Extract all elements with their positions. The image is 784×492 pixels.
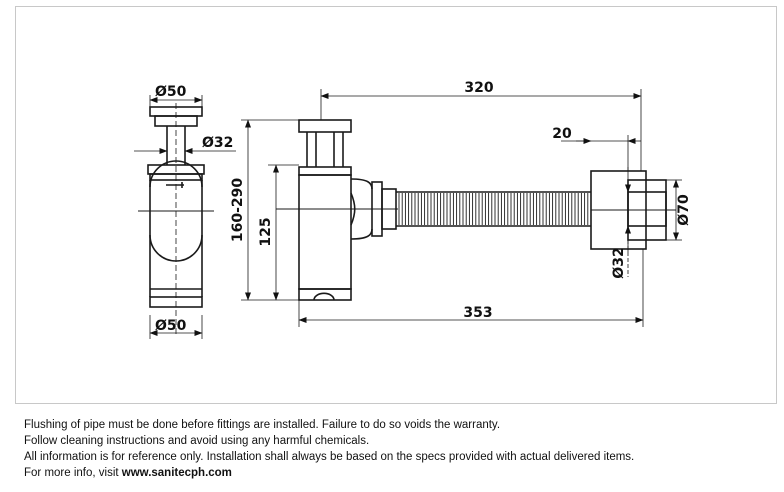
note-more-info-prefix: For more info, visit xyxy=(24,467,122,479)
dim-top-diameter: Ø50 xyxy=(155,84,187,100)
dim-height: 125 xyxy=(258,217,274,246)
website-link[interactable]: www.sanitecph.com xyxy=(121,467,232,479)
note-reference: All information is for reference only. I… xyxy=(24,451,635,463)
dim-stem-diameter: Ø32 xyxy=(202,135,233,151)
dim-height-range: 160-290 xyxy=(230,178,246,243)
note-more-info: For more info, visit www.sanitecph.com xyxy=(24,465,764,481)
dim-length-bottom: 353 xyxy=(463,305,492,321)
notes-block: Flushing of pipe must be done before fit… xyxy=(24,417,764,481)
dim-flange-diameter: Ø70 xyxy=(676,194,692,226)
drawing-frame: Ø50 Ø32 Ø50 xyxy=(15,6,777,404)
note-cleaning: Follow cleaning instructions and avoid u… xyxy=(24,435,370,447)
corrugated-hose xyxy=(398,193,589,225)
note-flushing: Flushing of pipe must be done before fit… xyxy=(24,419,501,431)
side-view-dimensions xyxy=(134,95,236,339)
front-view xyxy=(276,119,676,301)
dim-length-top: 320 xyxy=(464,80,493,96)
dim-bottom-diameter: Ø50 xyxy=(155,318,187,334)
side-view xyxy=(138,103,214,337)
dim-wall-offset: 20 xyxy=(552,126,572,142)
front-view-dimensions xyxy=(241,89,682,327)
dim-outlet-diameter: Ø32 xyxy=(611,247,627,278)
technical-drawing: Ø50 Ø32 Ø50 xyxy=(134,80,692,339)
